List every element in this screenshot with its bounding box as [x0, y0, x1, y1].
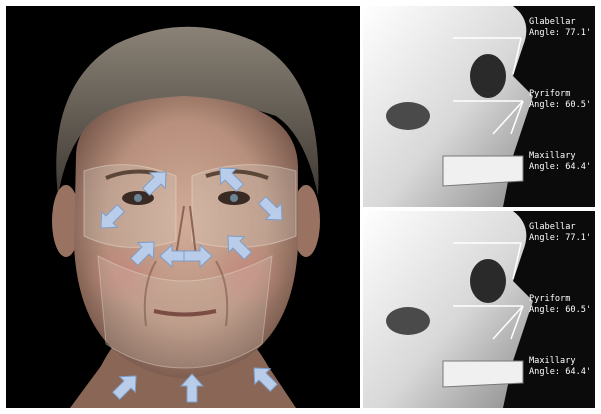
maxillary-label-line2: Angle: 64.4' [529, 162, 591, 172]
orbit [470, 54, 506, 98]
skull-xray-bottom: Glabellar Angle: 77.1' Pyriform Angle: 6… [363, 211, 595, 408]
teeth [443, 156, 523, 186]
skull-illustration-top: Glabellar Angle: 77.1' Pyriform Angle: 6… [363, 6, 595, 207]
glabellar-label-line1: Glabellar [529, 17, 576, 27]
glabellar-label-line2: Angle: 77.1' [529, 233, 591, 243]
pyriform-label-line1: Pyriform [529, 294, 570, 304]
glabellar-label-line2: Angle: 77.1' [529, 28, 591, 38]
skull-illustration-bottom: Glabellar Angle: 77.1' Pyriform Angle: 6… [363, 211, 595, 408]
face-illustration [6, 6, 360, 408]
pyriform-label-line2: Angle: 60.5' [529, 305, 591, 315]
orbit [470, 259, 506, 303]
teeth [443, 361, 523, 387]
pyriform-label-line1: Pyriform [529, 89, 570, 99]
maxillary-label-line1: Maxillary [529, 356, 576, 366]
maxillary-label-line2: Angle: 64.4' [529, 367, 591, 377]
pyriform-label-line2: Angle: 60.5' [529, 100, 591, 110]
face-photo-panel [6, 6, 360, 408]
skull-xray-top: Glabellar Angle: 77.1' Pyriform Angle: 6… [363, 6, 595, 207]
maxillary-label-line1: Maxillary [529, 151, 576, 161]
glabellar-label-line1: Glabellar [529, 222, 576, 232]
